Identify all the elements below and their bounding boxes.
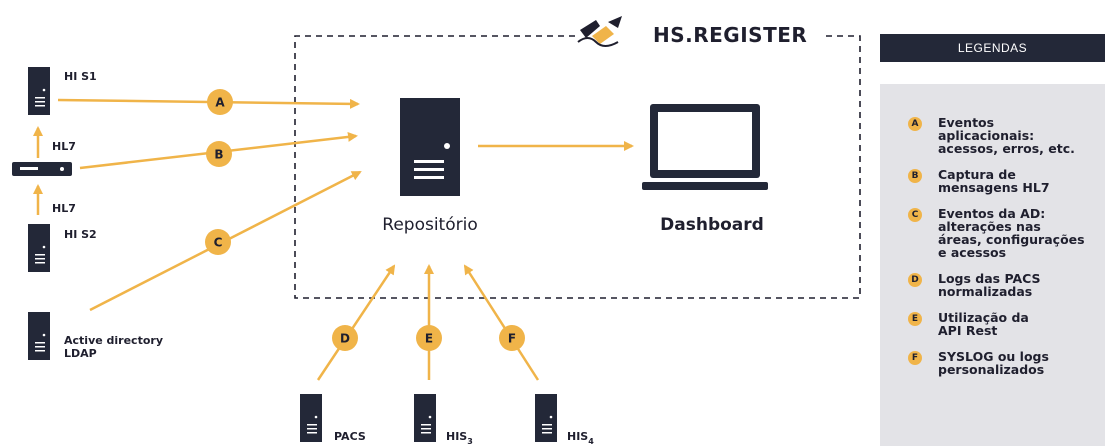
legend-item-a: A Eventos aplicacionais: acessos, erros,… xyxy=(908,116,1105,155)
server-icon xyxy=(414,394,436,442)
badge-d: D xyxy=(332,325,358,351)
hl7-top-label: HL7 xyxy=(52,140,76,153)
legend-badge: D xyxy=(908,273,922,287)
server-icon xyxy=(300,394,322,442)
legend-text: Captura de mensagens HL7 xyxy=(938,167,1050,195)
architecture-diagram: HS.REGISTER A B C D E F xyxy=(12,16,861,446)
svg-text:C: C xyxy=(214,236,223,250)
svg-text:A: A xyxy=(215,96,225,110)
svg-text:E: E xyxy=(425,332,433,346)
network-switch-icon xyxy=(12,162,72,176)
legend-item-c: C Eventos da AD: alterações nas áreas, c… xyxy=(908,207,1105,259)
badge-e: E xyxy=(416,325,442,351)
legend-item-f: F SYSLOG ou logs personalizados xyxy=(908,350,1105,376)
legend-body: A Eventos aplicacionais: acessos, erros,… xyxy=(880,84,1105,446)
node-pacs-label: PACS xyxy=(334,430,366,443)
node-ad-label-line2: LDAP xyxy=(64,347,97,360)
pen-signature-icon xyxy=(577,16,622,47)
legend-item-d: D Logs das PACS normalizadas xyxy=(908,272,1105,298)
node-his2-label: HI S2 xyxy=(64,228,97,241)
server-icon xyxy=(535,394,557,442)
legend-text: SYSLOG ou logs personalizados xyxy=(938,349,1049,377)
node-his1-label: HI S1 xyxy=(64,70,97,83)
legend-item-b: B Captura de mensagens HL7 xyxy=(908,168,1105,194)
svg-text:B: B xyxy=(214,148,223,162)
legend-text: Utilização da API Rest xyxy=(938,310,1029,338)
legend-badge: A xyxy=(908,117,922,131)
arrow-his4-repo xyxy=(463,264,540,381)
svg-text:D: D xyxy=(340,332,350,346)
dashboard-label: Dashboard xyxy=(660,215,764,235)
node-ad-label-line1: Active directory xyxy=(64,334,163,347)
legend-badge: C xyxy=(908,208,922,222)
node-his4-label: HIS4 xyxy=(567,430,594,446)
legend-badge: E xyxy=(908,312,922,326)
legend-badge: B xyxy=(908,169,922,183)
legend-item-e: E Utilização da API Rest xyxy=(908,311,1105,337)
legend-badge: F xyxy=(908,351,922,365)
svg-text:F: F xyxy=(508,332,516,346)
badge-b: B xyxy=(206,141,232,167)
repository-label: Repositório xyxy=(382,215,477,235)
server-icon xyxy=(28,67,50,115)
hs-register-boundary xyxy=(294,35,861,299)
server-icon xyxy=(28,224,50,272)
repository-server-icon xyxy=(400,98,460,196)
legend-text: Eventos aplicacionais: acessos, erros, e… xyxy=(938,115,1075,156)
legend-text: Logs das PACS normalizadas xyxy=(938,271,1041,299)
server-icon xyxy=(28,312,50,360)
badge-f: F xyxy=(499,325,525,351)
badge-a: A xyxy=(207,89,233,115)
badge-c: C xyxy=(205,229,231,255)
legend-text: Eventos da AD: alterações nas áreas, con… xyxy=(938,206,1085,260)
arrow-pacs-repo xyxy=(316,264,396,381)
legend-title: LEGENDAS xyxy=(880,34,1105,62)
laptop-icon xyxy=(642,104,768,190)
legend-panel: LEGENDAS A Eventos aplicacionais: acesso… xyxy=(880,34,1105,446)
node-his3-label: HIS3 xyxy=(446,430,473,446)
hl7-bottom-label: HL7 xyxy=(52,202,76,215)
brand-title: HS.REGISTER xyxy=(653,23,807,47)
